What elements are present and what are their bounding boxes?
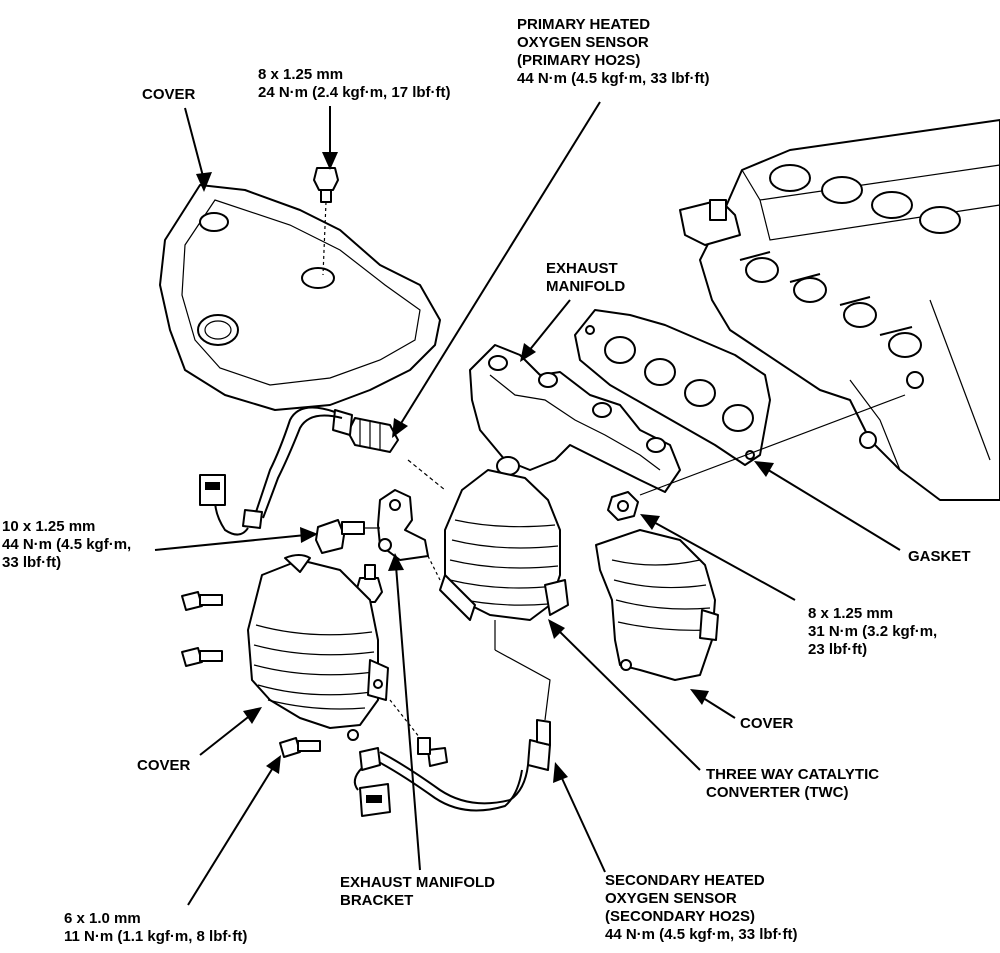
exhaust-manifold [469, 344, 681, 493]
label-exhaust-manifold-line-2: MANIFOLD [546, 278, 626, 295]
label-bolt-top-line-1: 8 x 1.25 mm [258, 66, 344, 83]
label-bracket: EXHAUST MANIFOLD BRACKET [340, 874, 495, 910]
bolt-cover-upper [181, 591, 223, 611]
label-cover-top: COVER [142, 86, 195, 104]
bolt-cover-middle [181, 647, 223, 667]
leader-lines [154, 101, 901, 906]
bolt-cover-lower [279, 737, 321, 758]
label-secondary-sensor-line-2: OXYGEN SENSOR [605, 890, 737, 907]
bolt-top [313, 167, 339, 276]
label-nut-right-line-3: 23 lbf·ft) [808, 641, 868, 658]
label-gasket: GASKET [908, 548, 971, 566]
label-secondary-sensor-line-3: (SECONDARY HO2S) [605, 908, 756, 925]
label-secondary-sensor-line-4: 44 N·m (4.5 kgf·m, 33 lbf·ft) [605, 926, 798, 943]
cover-left [247, 554, 389, 741]
label-bolt-left-line-1: 10 x 1.25 mm [2, 518, 96, 535]
bolt-cover-right [389, 699, 448, 767]
nut-right [607, 394, 906, 521]
label-bolt-bottom-line-1: 6 x 1.0 mm [64, 910, 141, 927]
label-twc-line-2: CONVERTER (TWC) [706, 784, 849, 801]
label-secondary-sensor: SECONDARY HEATED OXYGEN SENSOR (SECONDAR… [605, 872, 798, 944]
label-nut-right-line-2: 31 N·m (3.2 kgf·m, [808, 623, 938, 640]
label-secondary-sensor-line-1: SECONDARY HEATED [605, 872, 765, 889]
label-cover-top-line-1: COVER [142, 86, 196, 103]
label-bolt-left-line-3: 33 lbf·ft) [2, 554, 62, 571]
cover-right [595, 529, 719, 681]
label-cover-left: COVER [137, 757, 190, 775]
label-exhaust-manifold-line-1: EXHAUST [546, 260, 618, 277]
label-bolt-bottom-line-2: 11 N·m (1.1 kgf·m, 8 lbf·ft) [64, 928, 248, 945]
label-exhaust-manifold: EXHAUST MANIFOLD [546, 260, 625, 296]
exhaust-manifold-bracket [377, 489, 441, 581]
label-bolt-left-line-2: 44 N·m (4.5 kgf·m, [2, 536, 132, 553]
label-bolt-top-line-2: 24 N·m (2.4 kgf·m, 17 lbf·ft) [258, 84, 451, 101]
label-cover-right-line-1: COVER [740, 715, 794, 732]
catalytic-converter [407, 459, 569, 721]
label-twc-line-1: THREE WAY CATALYTIC [706, 766, 880, 783]
primary-oxygen-sensor [199, 406, 399, 536]
label-primary-sensor: PRIMARY HEATED OXYGEN SENSOR (PRIMARY HO… [517, 16, 710, 88]
label-nut-right-line-1: 8 x 1.25 mm [808, 605, 894, 622]
label-cover-left-line-1: COVER [137, 757, 191, 774]
label-primary-sensor-line-1: PRIMARY HEATED [517, 16, 651, 33]
label-bracket-line-1: EXHAUST MANIFOLD [340, 874, 495, 891]
label-bracket-line-2: BRACKET [340, 892, 414, 909]
label-primary-sensor-line-4: 44 N·m (4.5 kgf·m, 33 lbf·ft) [517, 70, 710, 87]
secondary-oxygen-sensor [353, 719, 551, 817]
label-bolt-left: 10 x 1.25 mm 44 N·m (4.5 kgf·m, 33 lbf·f… [2, 518, 131, 572]
engine-block [679, 119, 1000, 501]
label-primary-sensor-line-3: (PRIMARY HO2S) [517, 52, 641, 69]
label-twc: THREE WAY CATALYTIC CONVERTER (TWC) [706, 766, 879, 802]
label-gasket-line-1: GASKET [908, 548, 971, 565]
label-nut-right: 8 x 1.25 mm 31 N·m (3.2 kgf·m, 23 lbf·ft… [808, 605, 937, 659]
label-bolt-top: 8 x 1.25 mm 24 N·m (2.4 kgf·m, 17 lbf·ft… [258, 66, 451, 102]
label-cover-right: COVER [740, 715, 793, 733]
cover-top [159, 184, 441, 411]
label-primary-sensor-line-2: OXYGEN SENSOR [517, 34, 649, 51]
label-bolt-bottom: 6 x 1.0 mm 11 N·m (1.1 kgf·m, 8 lbf·ft) [64, 910, 247, 946]
gasket [574, 309, 771, 466]
bolt-left [315, 519, 380, 554]
